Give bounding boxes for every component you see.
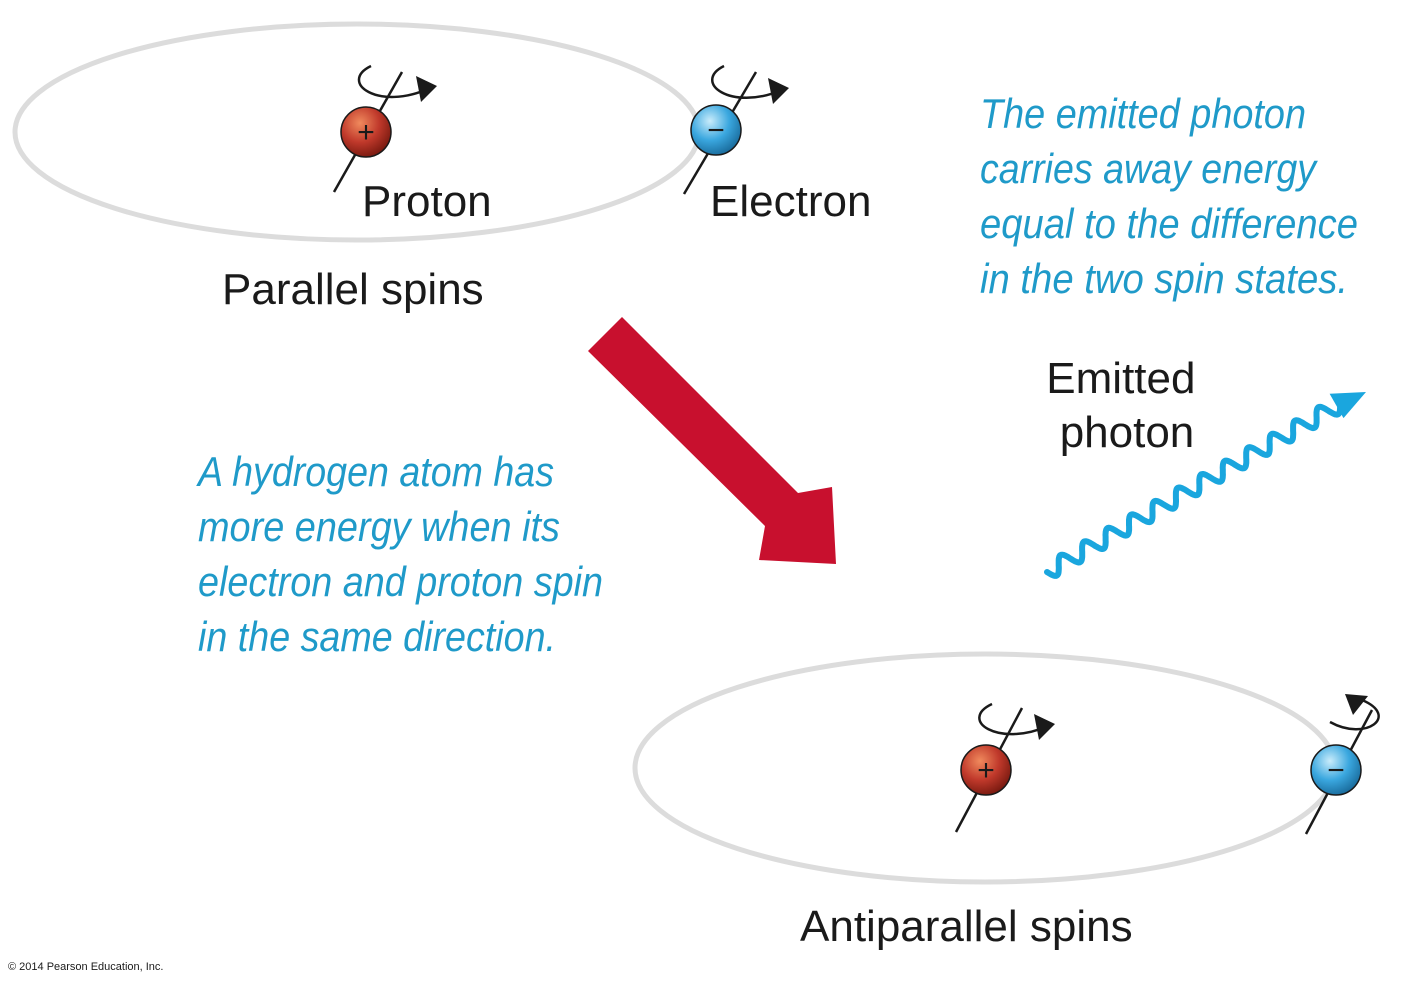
proton-sphere <box>340 106 392 158</box>
proton-antiparallel: + <box>954 702 1055 833</box>
hydrogen-energy-note-line: electron and proton spin <box>198 558 603 605</box>
emitted-photon-label-line: Emitted <box>1046 354 1195 403</box>
hydrogen-energy-note-line: A hydrogen atom has <box>195 448 554 495</box>
parallel-spins-label: Parallel spins <box>222 265 484 314</box>
proton-spin-loop <box>357 64 431 99</box>
emitted-photon-label: Emitted photon <box>1046 354 1207 457</box>
photon-energy-note: The emitted photon carries away energy e… <box>980 90 1370 302</box>
electron-sphere <box>690 104 742 156</box>
photon-arrowhead <box>1329 392 1366 419</box>
photon-wave <box>1044 401 1344 579</box>
electron-label: Electron <box>710 177 871 226</box>
photon-energy-note-line: in the two spin states. <box>980 255 1348 302</box>
proton-plus-symbol: + <box>357 116 375 149</box>
electron-minus-symbol: − <box>707 114 725 147</box>
electron-spin-loop <box>711 64 783 100</box>
parallel-atom: + − Proton Electron Parallel spins <box>12 21 871 314</box>
antiparallel-atom: + − Antiparallel spins <box>632 651 1380 951</box>
transition-arrow <box>588 317 836 564</box>
proton-sphere <box>960 744 1012 796</box>
photon-energy-note-line: carries away energy <box>980 145 1319 192</box>
proton-spin-arrowhead <box>416 76 437 102</box>
proton-label: Proton <box>362 177 492 226</box>
electron-antiparallel: − <box>1304 694 1380 835</box>
hydrogen-energy-note-line: more energy when its <box>198 503 560 550</box>
electron-parallel: − <box>682 64 789 195</box>
hydrogen-energy-note-line: in the same direction. <box>198 613 556 660</box>
electron-minus-symbol: − <box>1327 754 1345 787</box>
photon-energy-note-line: The emitted photon <box>980 90 1306 137</box>
electron-spin-arrowhead <box>768 78 789 104</box>
hydrogen-energy-note: A hydrogen atom has more energy when its… <box>195 448 614 660</box>
photon-energy-note-line: equal to the difference <box>980 200 1358 247</box>
proton-parallel: + <box>332 64 437 193</box>
proton-spin-loop <box>978 702 1049 736</box>
electron-sphere <box>1310 744 1362 796</box>
proton-plus-symbol: + <box>977 754 995 787</box>
copyright-notice: © 2014 Pearson Education, Inc. <box>8 961 163 973</box>
emitted-photon-label-line: photon <box>1060 408 1195 457</box>
antiparallel-spins-label: Antiparallel spins <box>800 902 1133 951</box>
electron-spin-loop <box>1329 698 1380 731</box>
proton-spin-arrowhead <box>1034 714 1055 740</box>
electron-spin-arrowhead <box>1345 694 1368 715</box>
